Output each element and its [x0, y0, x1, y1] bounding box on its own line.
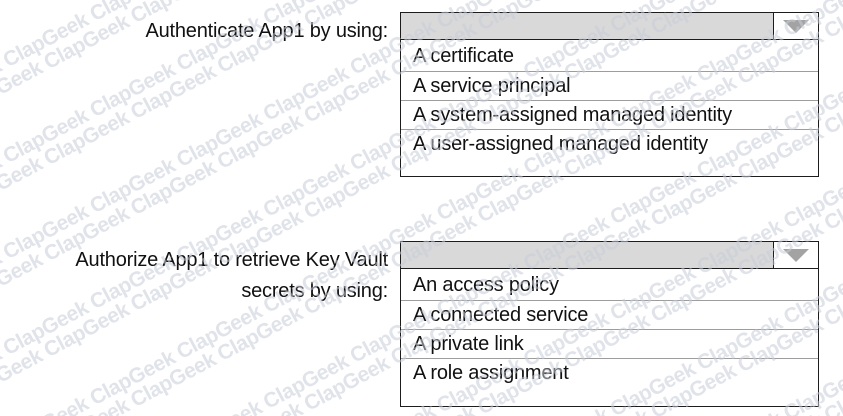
dropdown-2-option-2[interactable]: A private link	[401, 330, 818, 359]
dropdown-2-selected-value	[401, 242, 773, 268]
dropdown-2-option-0[interactable]: An access policy	[401, 269, 818, 301]
question-row-1: Authenticate App1 by using: A certificat…	[0, 12, 843, 177]
chevron-down-icon	[783, 248, 809, 262]
dropdown-1-arrow-button[interactable]	[773, 13, 818, 39]
dropdown-1-option-3[interactable]: A user-assigned managed identity	[413, 133, 708, 155]
question-label-2: Authorize App1 to retrieve Key Vault sec…	[75, 249, 388, 302]
dropdown-1-header[interactable]	[400, 12, 819, 40]
dropdown-1-option-0[interactable]: A certificate	[401, 40, 818, 72]
question-row-2: Authorize App1 to retrieve Key Vault sec…	[0, 241, 843, 407]
dropdown-1-option-1[interactable]: A service principal	[401, 72, 818, 101]
dropdown-2-option-list: An access policy A connected service A p…	[400, 269, 819, 407]
dropdown-2[interactable]: An access policy A connected service A p…	[400, 241, 819, 407]
dropdown-1[interactable]: A certificate A service principal A syst…	[400, 12, 819, 177]
dropdown-2-option-1[interactable]: A connected service	[401, 301, 818, 330]
dropdown-2-header[interactable]	[400, 241, 819, 269]
dropdown-1-selected-value	[401, 13, 773, 39]
chevron-down-icon	[783, 19, 809, 33]
dropdown-1-option-2[interactable]: A system-assigned managed identity	[401, 101, 818, 130]
dropdown-2-option-3[interactable]: A role assignment	[413, 362, 569, 384]
dropdown-1-option-list: A certificate A service principal A syst…	[400, 40, 819, 177]
question-label-1: Authenticate App1 by using:	[145, 20, 388, 42]
dropdown-2-arrow-button[interactable]	[773, 242, 818, 268]
